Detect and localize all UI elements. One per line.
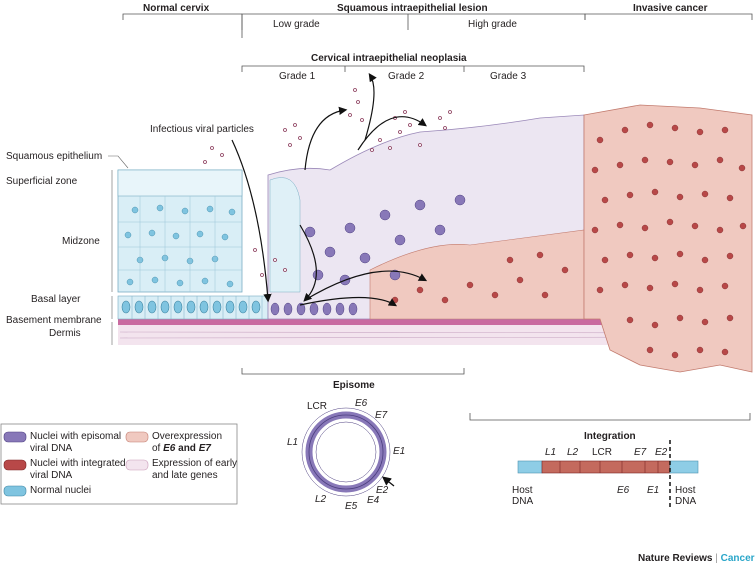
integration-e2: E2 bbox=[655, 447, 668, 458]
dermis-layer bbox=[118, 325, 752, 345]
header-low-grade: Low grade bbox=[273, 19, 320, 30]
header-brackets bbox=[122, 13, 753, 421]
integration-host-right-2: DNA bbox=[675, 496, 697, 507]
legend-overexpression-line2: of E6 and E7 bbox=[152, 443, 222, 455]
cancer-region bbox=[391, 104, 753, 373]
label-basal-layer: Basal layer bbox=[31, 294, 81, 305]
episome-e7: E7 bbox=[375, 410, 388, 421]
basement-membrane bbox=[118, 319, 752, 325]
integration-l2: L2 bbox=[567, 447, 579, 458]
legend-swatches bbox=[3, 431, 149, 497]
episome-diagram bbox=[301, 407, 395, 497]
episome-e4: E4 bbox=[367, 495, 380, 506]
basal-layer-normal bbox=[117, 295, 269, 320]
integration-e1: E1 bbox=[647, 485, 660, 496]
header-squamous-lesion: Squamous intraepithelial lesion bbox=[337, 3, 488, 14]
episome-l2: L2 bbox=[315, 494, 327, 505]
integration-e7: E7 bbox=[634, 447, 647, 458]
legend-overexp-and: and bbox=[175, 443, 199, 454]
legend-overexp-e6: E6 bbox=[163, 443, 176, 454]
label-leaders bbox=[108, 155, 129, 345]
legend-box bbox=[0, 423, 238, 505]
legend-genes-line1: Expression of early bbox=[152, 458, 238, 469]
legend-integrated-line1: Nuclei with integrated bbox=[30, 458, 126, 469]
legend-overexp-e7: E7 bbox=[198, 443, 211, 454]
legend-episomal-line1: Nuclei with episomal bbox=[30, 431, 122, 442]
label-basement-membrane: Basement membrane bbox=[6, 315, 102, 326]
legend-episomal-line2: viral DNA bbox=[30, 443, 73, 454]
header-grade1: Grade 1 bbox=[279, 71, 316, 82]
label-dermis: Dermis bbox=[49, 328, 81, 339]
normal-epithelium bbox=[117, 169, 243, 293]
integration-lcr: LCR bbox=[592, 447, 613, 458]
legend-genes-line2: and late genes bbox=[152, 470, 218, 481]
legend-overexpression-line1: Overexpression bbox=[152, 431, 223, 442]
label-midzone: Midzone bbox=[62, 236, 100, 247]
brand-separator: | bbox=[712, 553, 721, 564]
legend-overexp-of: of bbox=[152, 443, 164, 454]
legend-integrated: Nuclei with integrated viral DNA bbox=[30, 458, 126, 482]
episome-e6: E6 bbox=[355, 398, 368, 409]
integration-title: Integration bbox=[584, 431, 636, 442]
header-grade2: Grade 2 bbox=[388, 71, 425, 82]
header-invasive-cancer: Invasive cancer bbox=[633, 3, 708, 14]
integration-diagram bbox=[517, 440, 699, 510]
header-cin: Cervical intraepithelial neoplasia bbox=[311, 53, 467, 64]
brand-name: Nature Reviews bbox=[638, 553, 713, 564]
label-infectious-particles: Infectious viral particles bbox=[150, 124, 254, 135]
header-normal-cervix: Normal cervix bbox=[143, 3, 210, 14]
label-squamous-epithelium: Squamous epithelium bbox=[6, 151, 103, 162]
episome-l1: L1 bbox=[287, 437, 299, 448]
integration-host-left-1: Host bbox=[512, 485, 533, 496]
header-high-grade: High grade bbox=[468, 19, 517, 30]
integration-l1: L1 bbox=[545, 447, 557, 458]
integration-host-right-1: Host bbox=[675, 485, 696, 496]
brand-credit: Nature Reviews | Cancer bbox=[638, 553, 755, 564]
legend-episomal: Nuclei with episomal viral DNA bbox=[30, 431, 121, 455]
viral-particles bbox=[203, 88, 452, 277]
legend-integrated-line2: viral DNA bbox=[30, 470, 73, 481]
integration-host-left-2: DNA bbox=[512, 496, 534, 507]
legend-overexpression: Overexpression of E6 and E7 bbox=[152, 431, 222, 455]
episome-e1: E1 bbox=[393, 446, 406, 457]
episome-e5: E5 bbox=[345, 501, 358, 512]
episome-title: Episome bbox=[333, 380, 375, 391]
header-grade3: Grade 3 bbox=[490, 71, 527, 82]
episome-e2: E2 bbox=[376, 485, 389, 496]
brand-journal: Cancer bbox=[720, 553, 755, 564]
legend-gene-expression: Expression of early and late genes bbox=[152, 458, 237, 482]
label-superficial-zone: Superficial zone bbox=[6, 176, 78, 187]
episome-lcr: LCR bbox=[307, 401, 328, 412]
legend-normal: Normal nuclei bbox=[30, 485, 92, 496]
integration-e6: E6 bbox=[617, 485, 630, 496]
lesion-epithelium bbox=[267, 114, 585, 320]
infection-arrows bbox=[231, 73, 428, 307]
